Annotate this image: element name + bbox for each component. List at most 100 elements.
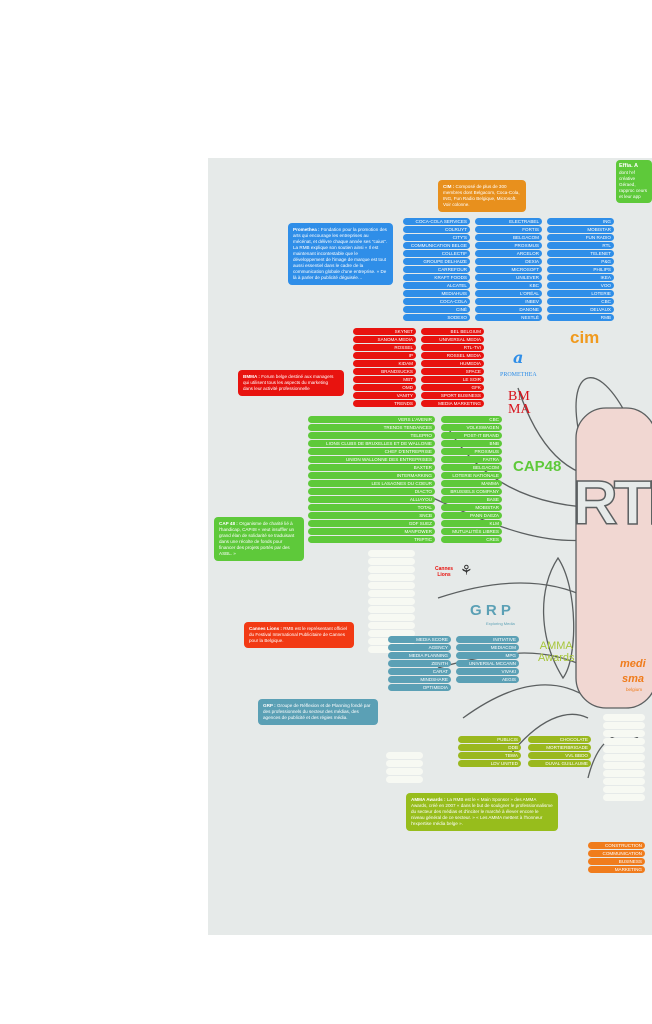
pill-label: BASE bbox=[441, 496, 502, 503]
pill-label: INTERMARKING bbox=[308, 472, 435, 479]
box-text: RMB est le représentant officiel du Fest… bbox=[249, 626, 347, 643]
pill-label: DUVAL GUILLAUME bbox=[528, 760, 591, 767]
pill-label: OMD bbox=[353, 384, 416, 391]
pill-label: SODEXO bbox=[403, 314, 470, 321]
box-title: BMMA : bbox=[243, 374, 260, 379]
pill-label: COCA-COLA bbox=[403, 298, 470, 305]
pill-label: BRUSSELS COMPANY bbox=[441, 488, 502, 495]
bmma-logo-line: MA bbox=[508, 402, 531, 417]
cannes-logo-line: Lions bbox=[437, 572, 451, 578]
pill-label: CBC bbox=[547, 298, 614, 305]
pill-label: KLM bbox=[441, 520, 502, 527]
pill-label: MPG bbox=[456, 652, 519, 659]
pill-label: TELEPRO bbox=[308, 432, 435, 439]
pill-label bbox=[368, 550, 415, 557]
box-title: CAP 48 : bbox=[219, 521, 238, 526]
pill-label: NESTLÉ bbox=[475, 314, 542, 321]
tentacle bbox=[462, 684, 589, 719]
pill-label: BNB bbox=[441, 440, 502, 447]
pill-label: UNION WALLONNE DES ENTREPRISES bbox=[308, 456, 435, 463]
pill-label: KRAFT FOODS bbox=[403, 274, 470, 281]
pill-label: FORTIS bbox=[475, 226, 542, 233]
pill-label: PANN DAEZA bbox=[441, 512, 502, 519]
pill-label: BUSINESS bbox=[588, 858, 645, 865]
pill-label: UNIVERSAL MEDIA bbox=[421, 336, 484, 343]
box-title: CIM : bbox=[443, 184, 455, 189]
pill-label: VOLKSWAGEN bbox=[441, 424, 502, 431]
pill-label: ALCATEL bbox=[403, 282, 470, 289]
pill-label: VVL BBDO bbox=[528, 752, 591, 759]
pill-label: LES LASAGNES DU COEUR bbox=[308, 480, 435, 487]
pill-label: LIONS CLUBS DE BRUXELLES ET DE WALLONIE bbox=[308, 440, 435, 447]
pill-label: LOTERIE NATIONALE bbox=[441, 472, 502, 479]
pill-label bbox=[603, 786, 645, 793]
pill-label: BELGACOM bbox=[441, 464, 502, 471]
pill-label: ZENITH bbox=[388, 660, 451, 667]
box-text: Groupe de Réflexion et de Planning fondé… bbox=[263, 703, 371, 720]
pill-label bbox=[368, 598, 415, 605]
pill-label: SANOMA MEDIA bbox=[353, 336, 416, 343]
pill-label: GROUPE DELHAIZE bbox=[403, 258, 470, 265]
pill-label: MEDIA PLANNING bbox=[388, 652, 451, 659]
pill-label: CARREFOUR bbox=[403, 266, 470, 273]
pill-label: ROSSEL MEDIA bbox=[421, 352, 484, 359]
pill-label: VIVAKI bbox=[456, 668, 519, 675]
pill-label: CITY'S bbox=[403, 234, 470, 241]
pill-label: RTL-TVI bbox=[421, 344, 484, 351]
pill-label: LE SOIR bbox=[421, 376, 484, 383]
pill-label: MBT bbox=[353, 376, 416, 383]
pill-label bbox=[368, 622, 415, 629]
pill-label: BAXTER bbox=[308, 464, 435, 471]
pill-label: GDF SUEZ bbox=[308, 520, 435, 527]
pill-label: TRENDS TENDANCES bbox=[308, 424, 435, 431]
pill-label: ING bbox=[547, 218, 614, 225]
pill-label: VOO bbox=[547, 282, 614, 289]
cap48-logo: CAP48 bbox=[513, 458, 562, 475]
pill-label bbox=[368, 606, 415, 613]
pill-label: CHOCOLATE bbox=[528, 736, 591, 743]
effia-info-box: Effia. A dont l'ef créative Géraed, rapp… bbox=[616, 160, 652, 203]
pill-label: MOBISTAR bbox=[441, 504, 502, 511]
pill-label: TELENET bbox=[547, 250, 614, 257]
box-title: Effia. A bbox=[619, 163, 639, 169]
pill-label: BEL BELGIUM bbox=[421, 328, 484, 335]
amma-logo-line: Awards bbox=[538, 652, 575, 664]
pill-label bbox=[386, 768, 423, 775]
pill-label bbox=[603, 714, 645, 721]
pill-label: TOTAL bbox=[308, 504, 435, 511]
pill-label bbox=[603, 770, 645, 777]
pill-label: IKEA bbox=[547, 274, 614, 281]
media-logo: medi bbox=[620, 658, 646, 670]
pill-label bbox=[603, 722, 645, 729]
promethea-logo: PROMETHEA bbox=[500, 372, 537, 378]
cim-logo: cim bbox=[570, 328, 600, 347]
pill-label: MICROSOFT bbox=[475, 266, 542, 273]
pill-label: DANONE bbox=[475, 306, 542, 313]
cannes-logo-line: Cannes bbox=[435, 566, 454, 572]
box-text: Forum belge destiné aux managers qui uti… bbox=[243, 374, 334, 391]
pill-label: CONSTRUCTION bbox=[588, 842, 645, 849]
pill-label: TRENDS bbox=[353, 400, 416, 407]
pill-label: PROXIMUS bbox=[441, 448, 502, 455]
pill-label: MEDIA SCORE bbox=[388, 636, 451, 643]
pill-label: SPORT BUSINESS bbox=[421, 392, 484, 399]
pill-label: RTL bbox=[547, 242, 614, 249]
pill-label: AEGIS bbox=[456, 676, 519, 683]
tentacle bbox=[437, 582, 589, 599]
smart-logo: sma bbox=[622, 673, 645, 685]
box-text: Organisme de charité lié à l'handicap, C… bbox=[219, 521, 295, 556]
pill-label: ALLIAYOU bbox=[308, 496, 435, 503]
pill-label: UNILEVER bbox=[475, 274, 542, 281]
pill-label: RMB bbox=[547, 314, 614, 321]
pill-label: P&G bbox=[547, 258, 614, 265]
pill-label: MEDIA MARKETING bbox=[421, 400, 484, 407]
pill-label: BELGACOM bbox=[475, 234, 542, 241]
pill-label: KBC bbox=[475, 282, 542, 289]
rmb-logo-text: RTBF bbox=[572, 468, 652, 539]
pill-label: CINÉ bbox=[403, 306, 470, 313]
pill-label bbox=[368, 566, 415, 573]
grp-info-box: GRP : Groupe de Réflexion et de Planning… bbox=[258, 699, 378, 725]
pill-label: TRIPTIC bbox=[308, 536, 435, 543]
